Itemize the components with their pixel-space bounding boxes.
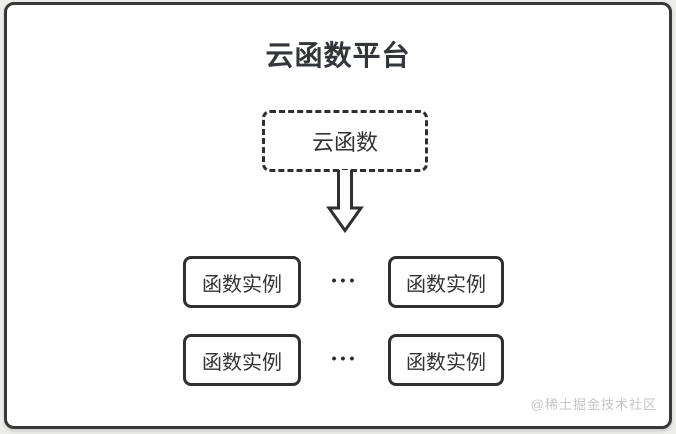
cloud-function-node: 云函数 [262, 110, 428, 172]
diagram-panel: 云函数平台 云函数 函数实例 ••• 函数实例 函数实例 ••• 函数实例 @稀… [4, 2, 672, 429]
function-instance-node: 函数实例 [388, 334, 504, 386]
function-instance-label: 函数实例 [202, 351, 282, 374]
function-instance-node: 函数实例 [388, 256, 504, 308]
function-instance-label: 函数实例 [202, 273, 282, 296]
function-instance-node: 函数实例 [183, 256, 301, 308]
cloud-function-label: 云函数 [311, 130, 378, 155]
page-title: 云函数平台 [265, 40, 411, 71]
function-instance-label: 函数实例 [406, 351, 486, 374]
function-instance-node: 函数实例 [183, 334, 301, 386]
ellipsis-dots: ••• [331, 272, 359, 288]
down-arrow-icon [326, 170, 364, 234]
watermark: @稀土掘金技术社区 [530, 397, 657, 412]
ellipsis-dots: ••• [331, 350, 359, 366]
function-instance-label: 函数实例 [406, 273, 486, 296]
